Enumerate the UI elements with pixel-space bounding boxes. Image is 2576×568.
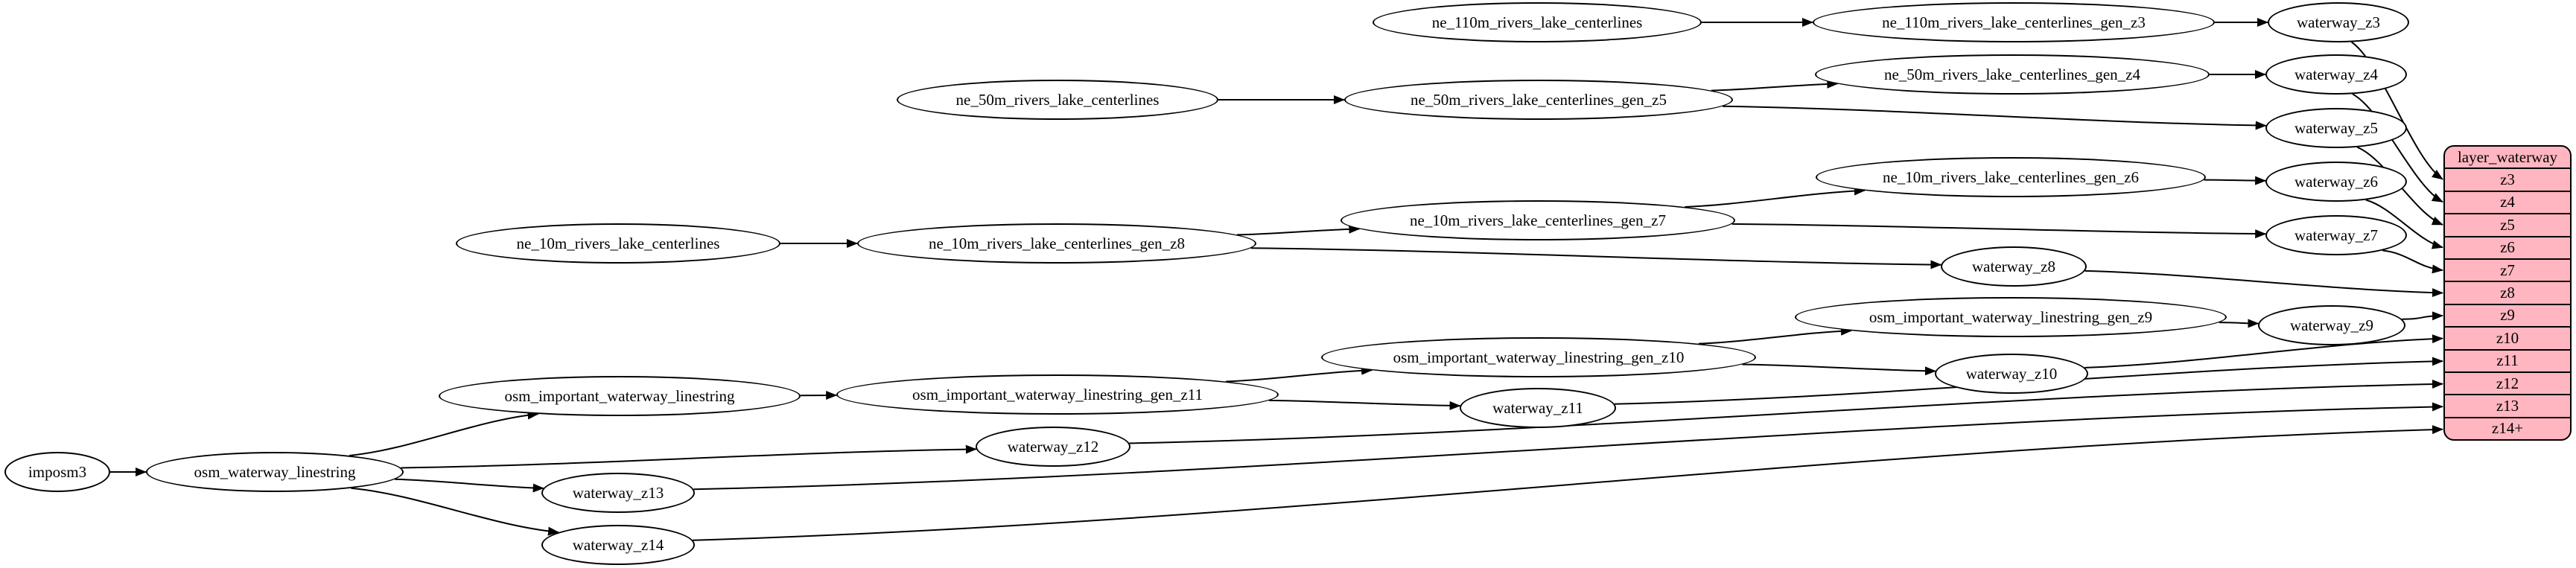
node-waterway-z12: waterway_z12 [976,427,1130,467]
node-osm-waterway-linestring: osm_waterway_linestring [146,452,404,492]
node-imposm3: imposm3 [4,452,110,492]
edge-osm-important-waterway-linestring-gen-z11-to-waterway-z11 [1268,399,1461,410]
layer-row-z12: z12 [2445,371,2570,394]
edge-ne-50m-rivers-lake-centerlines-gen-z5-to-ne-50m-rivers-lake-centerlines-gen-z4 [1711,79,1839,92]
layer-row-z8: z8 [2445,281,2570,303]
node-waterway-z10: waterway_z10 [1935,354,2088,394]
node-ne-50m-rivers-lake-centerlines-gen-z4: ne_50m_rivers_lake_centerlines_gen_z4 [1815,54,2210,95]
node-ne-10m-rivers-lake-centerlines-gen-z6: ne_10m_rivers_lake_centerlines_gen_z6 [1816,157,2206,197]
layer-row-z9: z9 [2445,303,2570,326]
node-waterway-z13: waterway_z13 [541,473,695,513]
edge-waterway-z10-to-layer-waterway-z10 [2084,334,2443,368]
layer-row-z4: z4 [2445,190,2570,213]
layer-row-z11: z11 [2445,348,2570,371]
layer-row-z14plus: z14+ [2445,416,2570,439]
node-osm-important-waterway-linestring-gen-z10: osm_important_waterway_linestring_gen_z1… [1321,337,1756,377]
node-waterway-z4: waterway_z4 [2265,54,2407,95]
node-waterway-z8: waterway_z8 [1941,246,2087,287]
node-ne-50m-rivers-lake-centerlines: ne_50m_rivers_lake_centerlines [897,80,1218,120]
node-osm-important-waterway-linestring-gen-z11: osm_important_waterway_linestring_gen_z1… [836,374,1279,415]
node-waterway-z6: waterway_z6 [2265,162,2407,202]
node-ne-110m-rivers-lake-centerlines-gen-z3: ne_110m_rivers_lake_centerlines_gen_z3 [1813,2,2215,42]
layer-row-z3: z3 [2445,167,2570,190]
layer-waterway-title: layer_waterway [2457,147,2558,166]
edge-waterway-z14-to-layer-waterway-z14plus [693,425,2443,541]
edge-waterway-z7-to-layer-waterway-z7 [2382,249,2443,274]
layer-row-z7: z7 [2445,258,2570,281]
layer-row-z10: z10 [2445,326,2570,348]
node-ne-50m-rivers-lake-centerlines-gen-z5: ne_50m_rivers_lake_centerlines_gen_z5 [1344,80,1733,120]
edge-osm-waterway-linestring-to-waterway-z13 [395,478,544,493]
node-waterway-z5: waterway_z5 [2265,108,2407,148]
edge-group [110,18,2443,541]
edge-osm-important-waterway-linestring-gen-z10-to-waterway-z10 [1742,363,1936,376]
edge-osm-important-waterway-linestring-gen-z10-to-osm-important-waterway-linestring-gen-z9 [1698,326,1852,345]
node-osm-important-waterway-linestring-gen-z9: osm_important_waterway_linestring_gen_z9 [1795,297,2227,337]
node-ne-10m-rivers-lake-centerlines-gen-z7: ne_10m_rivers_lake_centerlines_gen_z7 [1341,200,1735,240]
node-osm-important-waterway-linestring: osm_important_waterway_linestring [439,376,801,416]
edge-ne-10m-rivers-lake-centerlines-gen-z8-to-waterway-z8 [1250,247,1942,269]
edge-ne-10m-rivers-lake-centerlines-gen-z7-to-ne-10m-rivers-lake-centerlines-gen-z6 [1685,186,1866,208]
layer-row-z13: z13 [2445,394,2570,416]
node-waterway-z3: waterway_z3 [2268,2,2409,42]
node-ne-110m-rivers-lake-centerlines: ne_110m_rivers_lake_centerlines [1373,2,1702,42]
edge-ne-10m-rivers-lake-centerlines-gen-z6-to-waterway-z6 [2204,176,2267,185]
node-ne-10m-rivers-lake-centerlines-gen-z8: ne_10m_rivers_lake_centerlines_gen_z8 [857,223,1256,264]
edge-waterway-z8-to-layer-waterway-z8 [2084,269,2443,298]
edge-osm-waterway-linestring-to-waterway-z14 [351,487,559,536]
node-waterway-z9: waterway_z9 [2258,305,2405,345]
layer-row-z6: z6 [2445,235,2570,258]
node-waterway-z14: waterway_z14 [541,525,695,565]
node-ne-10m-rivers-lake-centerlines: ne_10m_rivers_lake_centerlines [456,223,780,264]
edge-osm-important-waterway-linestring-gen-z9-to-waterway-z9 [2219,319,2259,328]
node-waterway-z11: waterway_z11 [1460,388,1616,428]
edge-osm-waterway-linestring-to-waterway-z12 [401,444,977,469]
edge-ne-10m-rivers-lake-centerlines-gen-z8-to-ne-10m-rivers-lake-centerlines-gen-z7 [1236,224,1361,236]
edge-ne-50m-rivers-lake-centerlines-gen-z5-to-waterway-z5 [1722,105,2267,130]
edge-osm-waterway-linestring-to-osm-important-waterway-linestring [349,410,539,456]
layer-row-z5: z5 [2445,213,2570,235]
node-waterway-z7: waterway_z7 [2265,215,2407,255]
edge-osm-important-waterway-linestring-gen-z11-to-osm-important-waterway-linestring-gen-z10 [1226,366,1373,383]
edge-waterway-z12-to-layer-waterway-z12 [1129,379,2443,444]
edge-waterway-z9-to-layer-waterway-z9 [2402,311,2443,321]
edge-ne-10m-rivers-lake-centerlines-gen-z7-to-waterway-z7 [1731,223,2267,239]
